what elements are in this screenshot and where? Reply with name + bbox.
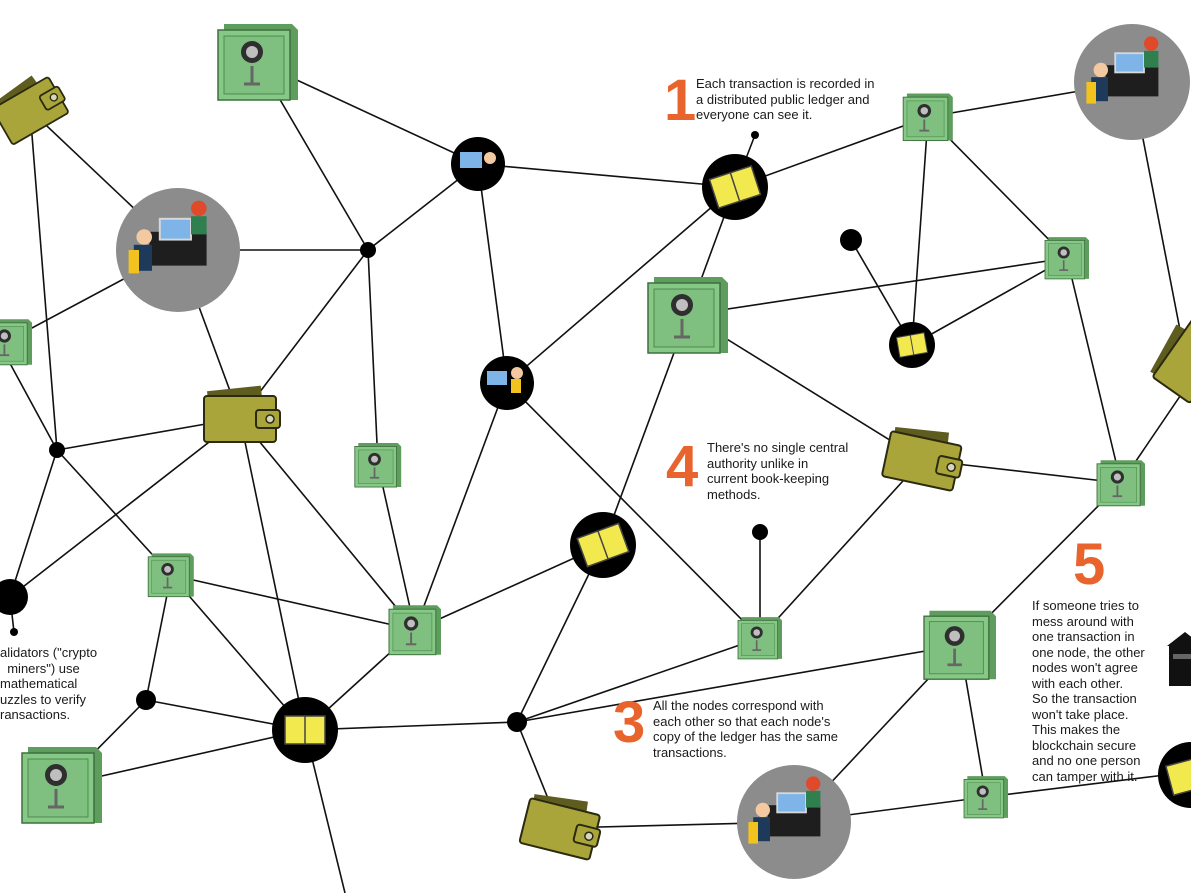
safe-icon — [353, 442, 403, 488]
junction-dot — [840, 229, 862, 251]
junction-dots — [10, 131, 862, 732]
safe-icon — [963, 775, 1009, 819]
safe-icon — [1044, 236, 1090, 280]
wallet-icon — [1142, 307, 1191, 405]
note-number: 1 — [664, 68, 697, 133]
ledger-book-icon — [895, 332, 929, 358]
note-number: 3 — [613, 690, 646, 755]
junction-dot — [752, 524, 768, 540]
ledger-book-icon — [1164, 753, 1191, 797]
safe-icon — [902, 92, 954, 142]
note-text: Each transaction is recorded in a distri… — [696, 76, 875, 122]
safe-icon — [922, 609, 998, 681]
ledger-node — [1158, 742, 1191, 808]
workstation-node — [1074, 24, 1190, 140]
junction-dot — [507, 712, 527, 732]
workstation-node — [737, 765, 851, 879]
ledger-node — [889, 322, 935, 368]
safe-icon — [20, 745, 104, 825]
wallet-icon — [0, 65, 73, 146]
workstation-node-small — [480, 356, 534, 410]
hacker-icon — [1167, 632, 1191, 686]
note-number: 5 — [1073, 532, 1106, 597]
junction-dot — [136, 690, 156, 710]
note-text: All the nodes correspond with each other… — [653, 698, 839, 760]
junction-dot — [751, 131, 759, 139]
ledger-node — [272, 697, 338, 763]
junction-dot — [49, 442, 65, 458]
safe-icon — [147, 552, 195, 598]
ledger-book-icon — [708, 164, 762, 210]
safe-icon — [216, 22, 300, 102]
wallet-icon — [880, 419, 969, 493]
wallet-icon — [203, 384, 281, 443]
network-connections — [0, 61, 1191, 893]
note-text: If someone tries to mess around with one… — [1032, 598, 1145, 784]
note-text: alidators ("crypto miners") use mathemat… — [0, 645, 98, 722]
note-number: 4 — [666, 434, 699, 499]
ledger-node — [570, 512, 636, 578]
ledger-book-icon — [284, 715, 326, 745]
ledger-node — [702, 154, 768, 220]
safe-icon — [0, 318, 33, 366]
workstation-node-small — [451, 137, 505, 191]
safe-icon — [388, 604, 442, 656]
junction-dot — [360, 242, 376, 258]
safe-icon — [646, 275, 730, 355]
ledger-node — [0, 579, 28, 615]
workstation-node — [116, 188, 240, 312]
junction-dot — [10, 628, 18, 636]
ledger-book-icon — [576, 522, 630, 568]
safe-icon — [1096, 459, 1146, 507]
wallet-icon — [518, 786, 608, 862]
note-text: There's no single central authority unli… — [707, 440, 849, 502]
safe-icon — [737, 616, 783, 660]
